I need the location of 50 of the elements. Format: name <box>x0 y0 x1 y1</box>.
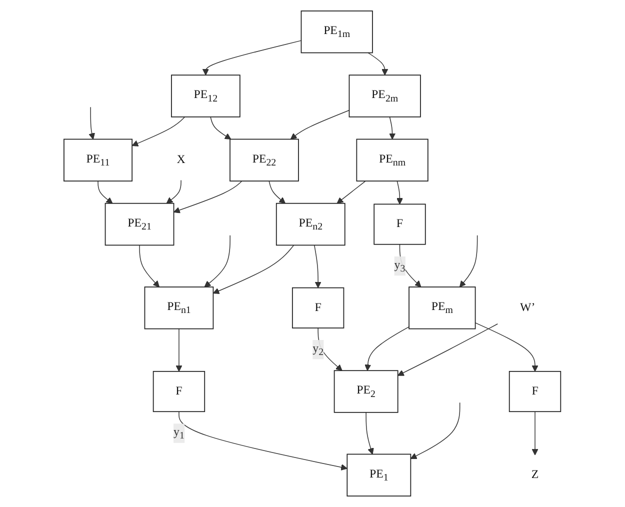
node-box: PE$_{2m}$ <box>348 74 421 118</box>
arrow <box>178 411 348 470</box>
arrow <box>474 322 538 372</box>
arrow <box>139 244 160 288</box>
node-box: PE$_{21}$ <box>104 202 174 246</box>
arrow <box>166 180 182 204</box>
arrow <box>366 412 374 455</box>
arrow <box>532 411 538 456</box>
arrow <box>318 328 342 371</box>
arrow <box>364 326 410 371</box>
node-box: PE$_{1}$ <box>346 454 412 496</box>
arrow <box>399 244 422 288</box>
node-box: PE$_{11}$ <box>64 138 133 182</box>
arrow <box>98 180 113 204</box>
arrow <box>212 244 294 294</box>
arrow <box>389 116 396 140</box>
node-text: W’ <box>520 301 536 314</box>
arrow <box>410 402 460 459</box>
edge-label: y$_{3}$ <box>394 258 406 274</box>
node-box: F <box>292 287 344 328</box>
node-box: PE$_{2}$ <box>334 370 398 413</box>
arrow <box>368 52 388 76</box>
arrow <box>210 116 232 140</box>
arrow <box>290 110 350 140</box>
edge-label: y$_{1}$ <box>174 426 184 441</box>
node-box: PE$_{m}$ <box>408 286 476 330</box>
node-box: PE$_{22}$ <box>230 138 299 182</box>
node-box: PE$_{n2}$ <box>276 202 346 246</box>
arrow <box>336 180 366 204</box>
arrow <box>202 40 302 76</box>
node-box: PE$_{12}$ <box>171 74 240 118</box>
arrow <box>176 328 182 372</box>
node-box: F <box>152 370 206 412</box>
node-box: F <box>374 204 426 245</box>
arrow <box>268 180 286 204</box>
node-box: PE$_{nm}$ <box>356 138 428 182</box>
edge-label: y$_{2}$ <box>312 342 324 358</box>
arrow <box>314 244 322 288</box>
arrow <box>174 180 242 214</box>
arrow <box>459 235 478 288</box>
arrow <box>398 324 498 376</box>
arrow <box>396 180 404 204</box>
node-text: Z <box>531 468 539 482</box>
arrow <box>88 106 96 140</box>
node-box: PE$_{n1}$ <box>144 286 214 330</box>
node-box: F <box>508 370 562 412</box>
arrow <box>132 116 186 146</box>
arrow <box>204 235 230 288</box>
node-text: X <box>176 153 186 166</box>
node-box: PE$_{1m}$ <box>300 10 373 54</box>
